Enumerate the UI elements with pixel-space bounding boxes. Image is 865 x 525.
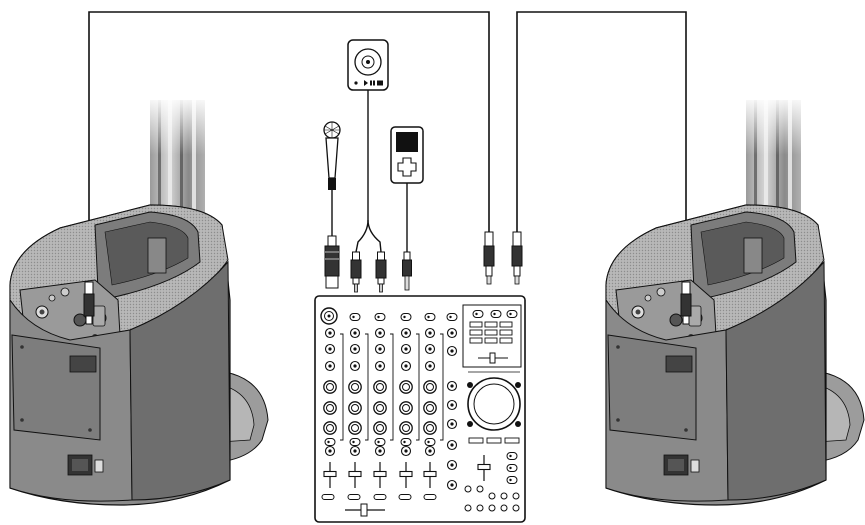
mixer-control: [324, 343, 336, 355]
mixer-control: [348, 421, 362, 435]
mixer-control: [400, 360, 412, 372]
cd-player-icon: [347, 39, 389, 293]
mixer-control: [423, 421, 437, 435]
right-speaker-system: [605, 94, 865, 506]
mixer-control: [324, 360, 336, 372]
mixer-control: [399, 380, 413, 394]
channel-bracket: [416, 333, 420, 441]
mixer: [314, 295, 526, 523]
mixer-control: [324, 438, 336, 446]
mixer-control: [399, 421, 413, 435]
mixer-control: [323, 421, 337, 435]
channel-bracket: [390, 333, 394, 441]
mixer-control: [374, 327, 386, 339]
mixer-control: [374, 360, 386, 372]
mixer-control: [348, 401, 362, 415]
mixer-control: [423, 401, 437, 415]
mixer-output-plugs: [483, 231, 523, 285]
microphone-icon: [323, 121, 341, 289]
mixer-control: [323, 401, 337, 415]
mixer-control: [424, 445, 436, 457]
mixer-control: [424, 360, 436, 372]
mixer-control: [348, 380, 362, 394]
left-speaker-system: [9, 94, 269, 506]
mixer-control: [349, 327, 361, 339]
mixer-control: [324, 327, 336, 339]
channel-bracket: [440, 333, 444, 441]
mp3-player-icon: [390, 126, 424, 291]
channel-bracket: [340, 333, 344, 441]
mixer-control: [373, 421, 387, 435]
mixer-control: [400, 445, 412, 457]
mixer-control: [349, 343, 361, 355]
speaker-cables: [88, 11, 687, 282]
mixer-control: [424, 327, 436, 339]
mixer-control: [400, 327, 412, 339]
mixer-control: [400, 438, 412, 446]
channel-bracket: [365, 333, 369, 441]
mixer-control: [373, 380, 387, 394]
mixer-control: [423, 380, 437, 394]
mixer-control: [349, 445, 361, 457]
mixer-control: [324, 445, 336, 457]
mixer-control: [374, 438, 386, 446]
mixer-control: [349, 360, 361, 372]
mixer-control: [399, 401, 413, 415]
mixer-control: [374, 445, 386, 457]
mixer-control: [323, 380, 337, 394]
mixer-control: [373, 401, 387, 415]
mixer-control: [349, 438, 361, 446]
mixer-control: [374, 343, 386, 355]
mixer-control: [400, 343, 412, 355]
mixer-control: [424, 343, 436, 355]
mixer-control: [424, 438, 436, 446]
